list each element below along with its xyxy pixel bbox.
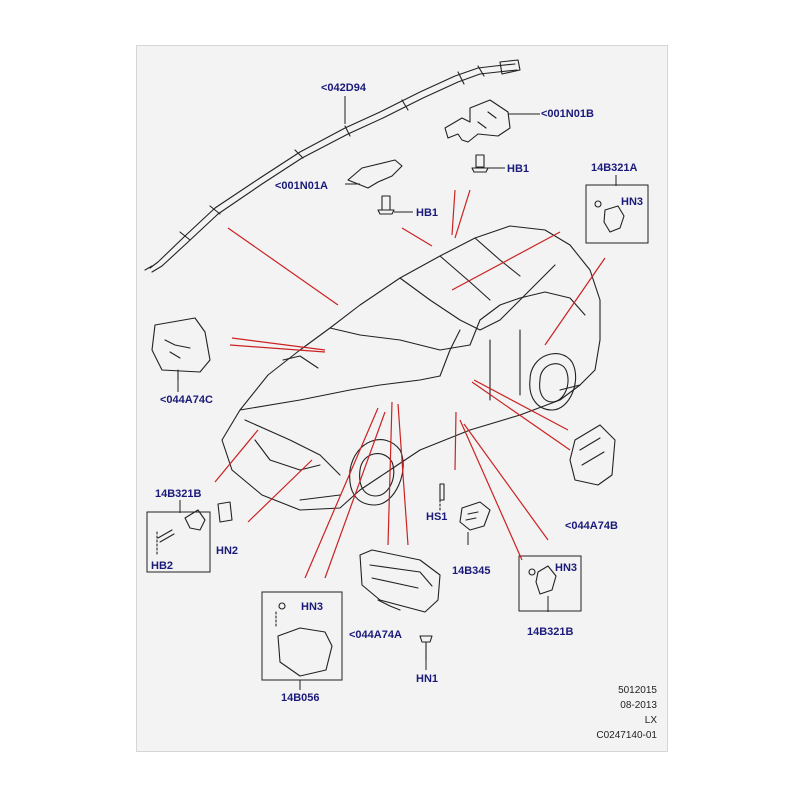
- label-042D94: <042D94: [321, 82, 366, 94]
- module-044A74C: [151, 317, 211, 381]
- label-hn3-b: HN3: [555, 562, 578, 574]
- bolt-hn1: [419, 635, 433, 661]
- label-hs1: HS1: [426, 511, 448, 523]
- label-hn3-c: HN3: [301, 601, 324, 613]
- label-14B321B-left: 14B321B: [155, 488, 202, 500]
- diagram-sheet: [136, 45, 668, 752]
- label-001N01B: <001N01B: [541, 108, 594, 120]
- vehicle-outline: [221, 225, 601, 511]
- label-hn1: HN1: [416, 673, 439, 685]
- meta-line-3: LX: [644, 715, 657, 726]
- label-14B321A: 14B321A: [591, 162, 638, 174]
- label-hb1-upper: HB1: [507, 163, 530, 175]
- meta-line-2: 08-2013: [620, 700, 657, 711]
- bolt-hb1-upper: [471, 154, 489, 173]
- airbag-044A74A: [359, 549, 441, 613]
- label-hb2: HB2: [151, 560, 174, 572]
- label-hn2: HN2: [216, 545, 239, 557]
- bracket-001N01B: [444, 99, 511, 143]
- label-044A74B: <044A74B: [565, 520, 618, 532]
- sensor-14B321B-left: [157, 509, 206, 543]
- inset-box-14B321B-left: [146, 511, 211, 573]
- bracket-001N01A: [347, 159, 403, 215]
- sensor-14B345: [439, 483, 491, 531]
- label-hn3-a: HN3: [621, 196, 644, 208]
- label-044A74A: <044A74A: [349, 629, 402, 641]
- meta-line-1: 5012015: [618, 685, 657, 696]
- label-hb1-lower: HB1: [416, 207, 439, 219]
- label-14B321B-right: 14B321B: [527, 626, 574, 638]
- inset-box-14B056: [261, 591, 343, 681]
- label-14B056: 14B056: [281, 692, 320, 704]
- inset-box-14B321B-right: [518, 555, 582, 612]
- leader-lines: [214, 189, 606, 579]
- meta-line-4: C0247140-01: [596, 730, 657, 741]
- label-001N01A: <001N01A: [275, 180, 328, 192]
- bracket-hn2: [217, 501, 233, 523]
- label-14B345: 14B345: [452, 565, 491, 577]
- airbag-044A74B: [569, 424, 616, 486]
- inset-box-14B321A: [585, 184, 649, 244]
- curtain-airbag-part: [144, 59, 521, 273]
- sensor-14B321A: [594, 200, 625, 233]
- module-14B056: [277, 602, 333, 677]
- sensor-14B321B-right: [528, 565, 557, 595]
- label-044A74C: <044A74C: [160, 394, 213, 406]
